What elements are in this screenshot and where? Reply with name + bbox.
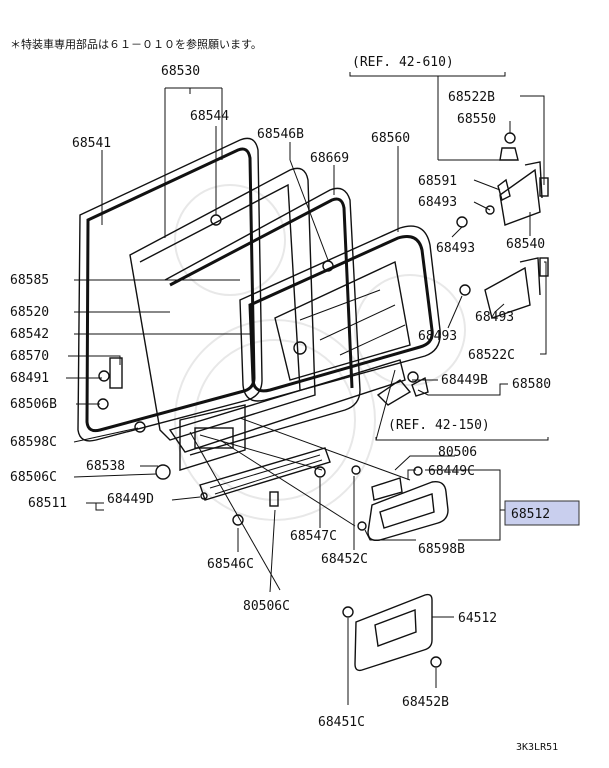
label-68522C[interactable]: 68522C xyxy=(468,348,515,363)
drawing-code: 3K3LR51 xyxy=(516,742,558,753)
leader-lines xyxy=(66,87,547,705)
label-68449C[interactable]: 68449C xyxy=(428,464,475,479)
label-68522B[interactable]: 68522B xyxy=(448,90,495,105)
handle-assembly xyxy=(367,477,449,542)
highlight-68512[interactable] xyxy=(504,500,580,526)
label-68598B[interactable]: 68598B xyxy=(418,542,465,557)
door-lower-frame xyxy=(168,359,412,501)
hinge-lower xyxy=(484,257,549,319)
cover-64512 xyxy=(354,593,433,672)
label-68546B[interactable]: 68546B xyxy=(257,127,304,142)
label-68540[interactable]: 68540 xyxy=(506,237,545,252)
label-68452C[interactable]: 68452C xyxy=(321,552,368,567)
label-68449D[interactable]: 68449D xyxy=(107,492,154,507)
label-68452B[interactable]: 68452B xyxy=(402,695,449,710)
label-68506B[interactable]: 68506B xyxy=(10,397,57,412)
label-68493-d[interactable]: 68493 xyxy=(418,329,457,344)
door-outer-frame xyxy=(77,137,263,442)
label-68451C[interactable]: 68451C xyxy=(318,715,365,730)
label-68580[interactable]: 68580 xyxy=(512,377,551,392)
label-68542[interactable]: 68542 xyxy=(10,327,49,342)
label-68585[interactable]: 68585 xyxy=(10,273,49,288)
label-68598C[interactable]: 68598C xyxy=(10,435,57,450)
label-68541[interactable]: 68541 xyxy=(72,136,111,151)
label-68546C[interactable]: 68546C xyxy=(207,557,254,572)
hinge-upper xyxy=(499,132,549,226)
label-68449B[interactable]: 68449B xyxy=(441,373,488,388)
label-68544[interactable]: 68544 xyxy=(190,109,229,124)
label-68506C[interactable]: 68506C xyxy=(10,470,57,485)
label-68493-a[interactable]: 68493 xyxy=(418,195,457,210)
label-68570[interactable]: 68570 xyxy=(10,349,49,364)
rear-glass xyxy=(239,225,441,402)
label-68493-b[interactable]: 68493 xyxy=(436,241,475,256)
part-labels: 68530 68544 68541 68546B 68669 68560 685… xyxy=(10,64,551,730)
label-68550[interactable]: 68550 xyxy=(457,112,496,127)
door-inner-panel xyxy=(129,167,361,456)
label-68493-c[interactable]: 68493 xyxy=(475,310,514,325)
label-68512[interactable]: 68512 xyxy=(511,507,550,522)
label-68511[interactable]: 68511 xyxy=(28,496,67,511)
label-68591[interactable]: 68591 xyxy=(418,174,457,189)
label-68560[interactable]: 68560 xyxy=(371,131,410,146)
label-68491[interactable]: 68491 xyxy=(10,371,49,386)
label-80506[interactable]: 80506 xyxy=(438,445,477,460)
ref-42-150: (REF. 42-150) xyxy=(388,418,490,433)
label-68538[interactable]: 68538 xyxy=(86,459,125,474)
ref-42-610: (REF. 42-610) xyxy=(352,55,454,70)
label-68520[interactable]: 68520 xyxy=(10,305,49,320)
header-note: ＊特装車専用部品は６１－０１０を参照願います。 xyxy=(10,37,262,51)
label-68530[interactable]: 68530 xyxy=(161,64,200,79)
label-68669[interactable]: 68669 xyxy=(310,151,349,166)
label-68547C[interactable]: 68547C xyxy=(290,529,337,544)
label-80506C[interactable]: 80506C xyxy=(243,599,290,614)
label-64512[interactable]: 64512 xyxy=(458,611,497,626)
